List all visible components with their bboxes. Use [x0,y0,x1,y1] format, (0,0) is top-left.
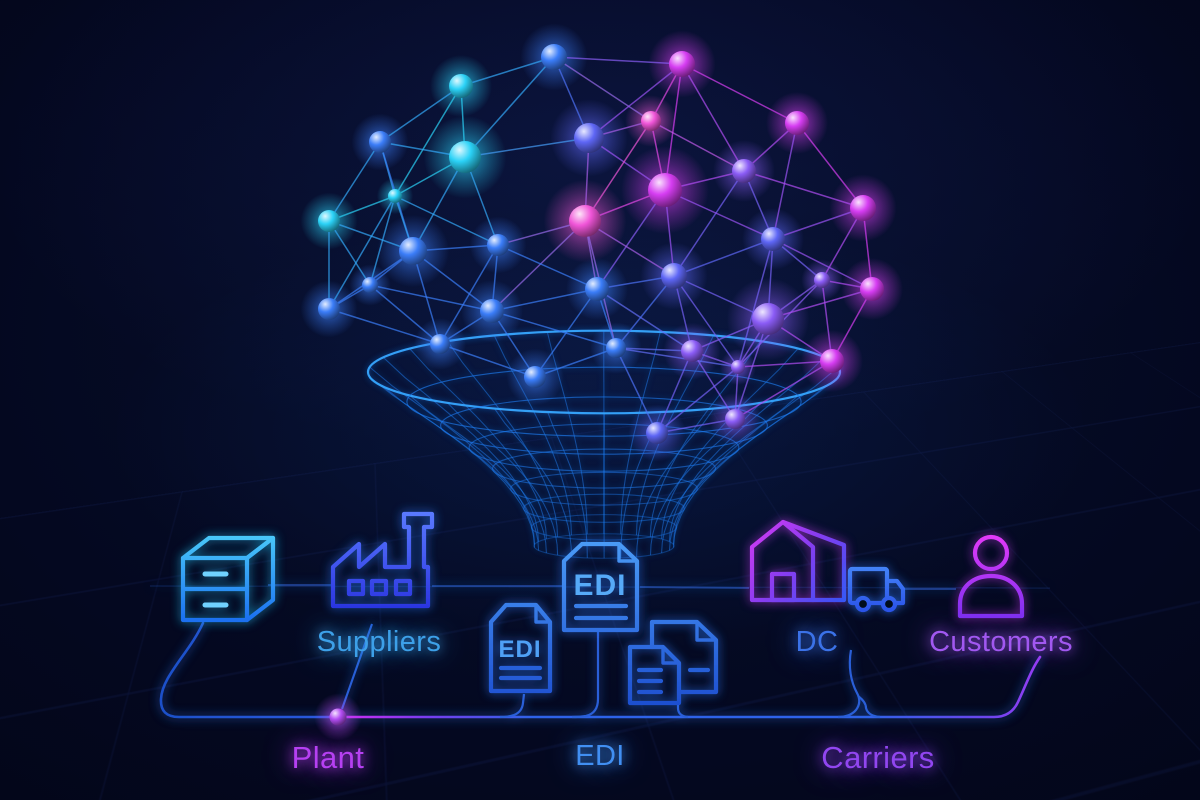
label-dc: DC [795,626,839,658]
factory-riser-line [341,623,373,710]
warehouse-icon [749,519,847,603]
cabinet-icon [180,535,276,623]
edi-small-riser-line [499,693,526,719]
documents-riser-line [676,705,689,719]
edi-document-small-icon: EDI [488,602,553,694]
label-edi: EDI [575,740,625,772]
dc-riser-line [837,649,861,719]
person-icon [957,534,1025,619]
label-suppliers: Suppliers [316,626,442,658]
documents-copy-icon [627,619,719,706]
network-nodes [314,44,884,741]
label-customers: Customers [929,626,1073,658]
factory-icon [330,511,435,609]
truck-icon [847,566,906,613]
label-plant: Plant [291,740,365,775]
edi-small-text: EDI [498,636,541,663]
edi-large-text: EDI [573,569,626,602]
edi-large-riser-line [571,632,600,719]
main-bus-line [159,621,1042,719]
row-segment [639,586,750,589]
label-carriers: Carriers [821,740,935,775]
edi-document-large-icon: EDI [561,541,640,633]
dc-riser-right-curve [857,695,881,719]
